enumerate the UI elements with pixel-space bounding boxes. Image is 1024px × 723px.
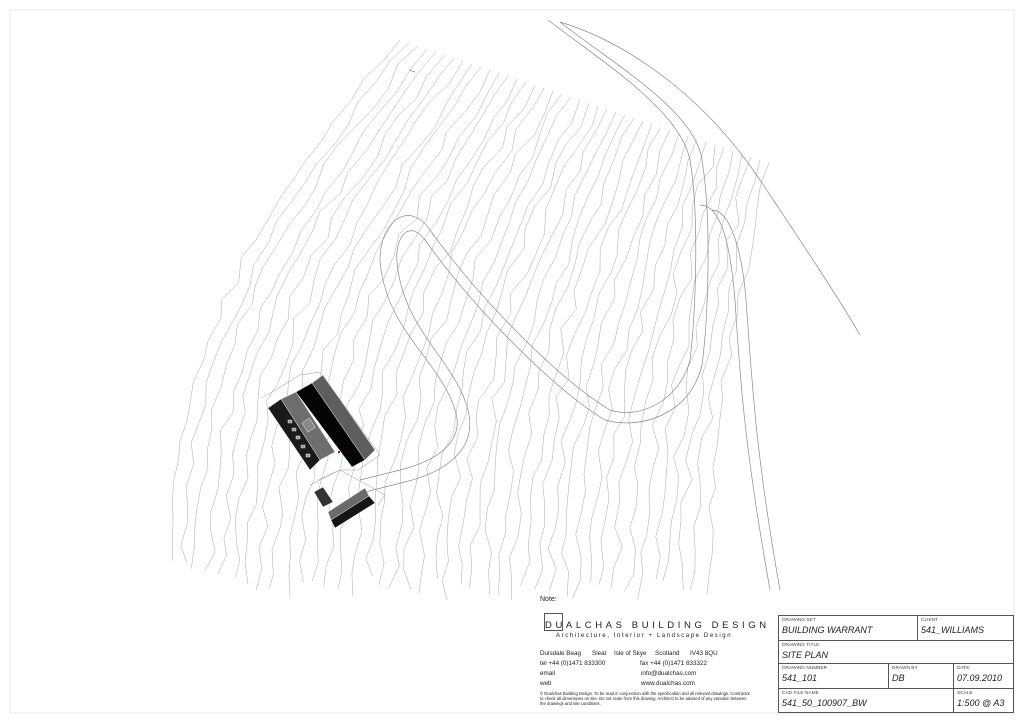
contour-line bbox=[484, 111, 617, 595]
main-house-east-wing bbox=[311, 374, 376, 461]
contour-line bbox=[610, 141, 707, 588]
contour-line bbox=[469, 108, 608, 589]
contour-line bbox=[403, 93, 563, 590]
contour-line bbox=[637, 147, 725, 599]
contour-line bbox=[534, 123, 653, 590]
drawing-number-value: 541_101 bbox=[782, 673, 818, 683]
contour-line bbox=[662, 153, 743, 582]
contour-lines bbox=[172, 39, 770, 600]
client-label: CLIENT bbox=[921, 618, 939, 623]
access-road bbox=[359, 19, 861, 591]
outbuilding-small bbox=[313, 486, 334, 508]
client-cell: CLIENT 541_WILLIAMS bbox=[917, 615, 1014, 641]
cad-file-cell: CAD FILE NAME 541_50_100907_BW bbox=[778, 688, 954, 713]
contour-line bbox=[180, 42, 410, 563]
email-link[interactable]: info@dualchas.com bbox=[641, 670, 697, 677]
date-cell: DATE 07.09.2010 bbox=[953, 663, 1014, 689]
contour-line bbox=[547, 126, 662, 592]
contour-line bbox=[234, 54, 446, 578]
contour-line bbox=[351, 81, 527, 597]
scale-label: SCALE bbox=[957, 691, 973, 696]
contour-line bbox=[435, 99, 581, 579]
contour-line bbox=[378, 87, 545, 586]
contour-line bbox=[706, 162, 770, 596]
firm-tagline: Architecture, Interior + Landscape Desig… bbox=[556, 633, 733, 639]
contour-line bbox=[509, 117, 635, 600]
address-line-4: Scotland bbox=[655, 650, 680, 657]
drawn-by-cell: DRAWN BY DB bbox=[888, 663, 954, 689]
contour-line bbox=[624, 144, 716, 592]
address-line-3: Isle of Skye bbox=[614, 650, 647, 657]
contour-line bbox=[268, 63, 473, 590]
drawing-title-label: DRAWING TITLE bbox=[782, 643, 820, 648]
email-label: email bbox=[540, 670, 556, 677]
date-label: DATE bbox=[957, 666, 970, 671]
contour-line bbox=[598, 138, 698, 585]
outbuilding-garage-dark bbox=[330, 495, 376, 529]
sheet-border bbox=[9, 9, 1015, 714]
cad-file-label: CAD FILE NAME bbox=[782, 691, 819, 696]
drawing-number-label: DRAWING NUMBER bbox=[782, 666, 828, 671]
drawn-by-value: DB bbox=[892, 673, 905, 683]
contour-line bbox=[217, 51, 437, 575]
contour-line bbox=[172, 39, 401, 561]
contour-line bbox=[418, 96, 572, 594]
web-label: web bbox=[540, 680, 552, 687]
note-label: Note: bbox=[540, 596, 557, 603]
address-line-1: Duisdale Beag bbox=[540, 650, 581, 657]
date-value: 07.09.2010 bbox=[957, 673, 1003, 683]
drawing-set-value: BUILDING WARRANT bbox=[782, 625, 873, 635]
drawing-number-cell: DRAWING NUMBER 541_101 bbox=[778, 663, 889, 689]
contour-line bbox=[244, 57, 455, 585]
drawing-set-label: DRAWING SET bbox=[782, 618, 816, 623]
drawing-set-cell: DRAWING SET BUILDING WARRANT bbox=[778, 615, 918, 641]
web-link[interactable]: www.dualchas.com bbox=[641, 680, 695, 687]
contour-line bbox=[589, 135, 689, 583]
contour-line bbox=[337, 78, 518, 589]
buildings bbox=[267, 374, 376, 529]
contour-line bbox=[255, 60, 464, 590]
contour-line bbox=[441, 102, 590, 600]
contour-line bbox=[191, 45, 419, 569]
drawn-by-label: DRAWN BY bbox=[892, 666, 918, 671]
contour-line bbox=[365, 84, 536, 576]
drawing-title-cell: DRAWING TITLE SITE PLAN bbox=[778, 640, 1014, 664]
client-value: 541_WILLIAMS bbox=[921, 625, 985, 635]
contour-line bbox=[520, 120, 644, 586]
contour-line bbox=[655, 150, 734, 580]
address-postcode: IV43 8QU bbox=[690, 650, 718, 657]
contour-line bbox=[388, 90, 554, 589]
contour-line bbox=[497, 114, 626, 595]
address-line-2: Sleat bbox=[592, 650, 607, 657]
contour-line bbox=[204, 48, 428, 572]
rooflight bbox=[301, 417, 316, 433]
disclaimer: © Dualchas Building Design. To be read i… bbox=[540, 691, 750, 707]
contour-line bbox=[561, 129, 671, 597]
scale-cell: SCALE 1:500 @ A3 bbox=[953, 688, 1014, 713]
contour-line bbox=[689, 159, 761, 590]
fax: fax +44 (0)1471 833322 bbox=[640, 660, 708, 667]
contour-line bbox=[288, 66, 482, 598]
contour-line bbox=[458, 105, 599, 585]
windows bbox=[287, 419, 311, 458]
cad-file-value: 541_50_100907_BW bbox=[782, 698, 867, 708]
firm-name: DUALCHAS BUILDING DESIGN bbox=[545, 620, 770, 631]
scale-value: 1:500 @ A3 bbox=[957, 698, 1005, 708]
site-boundaries bbox=[261, 371, 386, 506]
contour-line bbox=[572, 132, 680, 600]
firm-logo-box bbox=[544, 613, 563, 631]
contour-line bbox=[299, 69, 491, 582]
telephone: tel +44 (0)1471 833300 bbox=[540, 660, 606, 667]
contour-line bbox=[678, 156, 752, 590]
drawing-title-value: SITE PLAN bbox=[782, 650, 829, 660]
